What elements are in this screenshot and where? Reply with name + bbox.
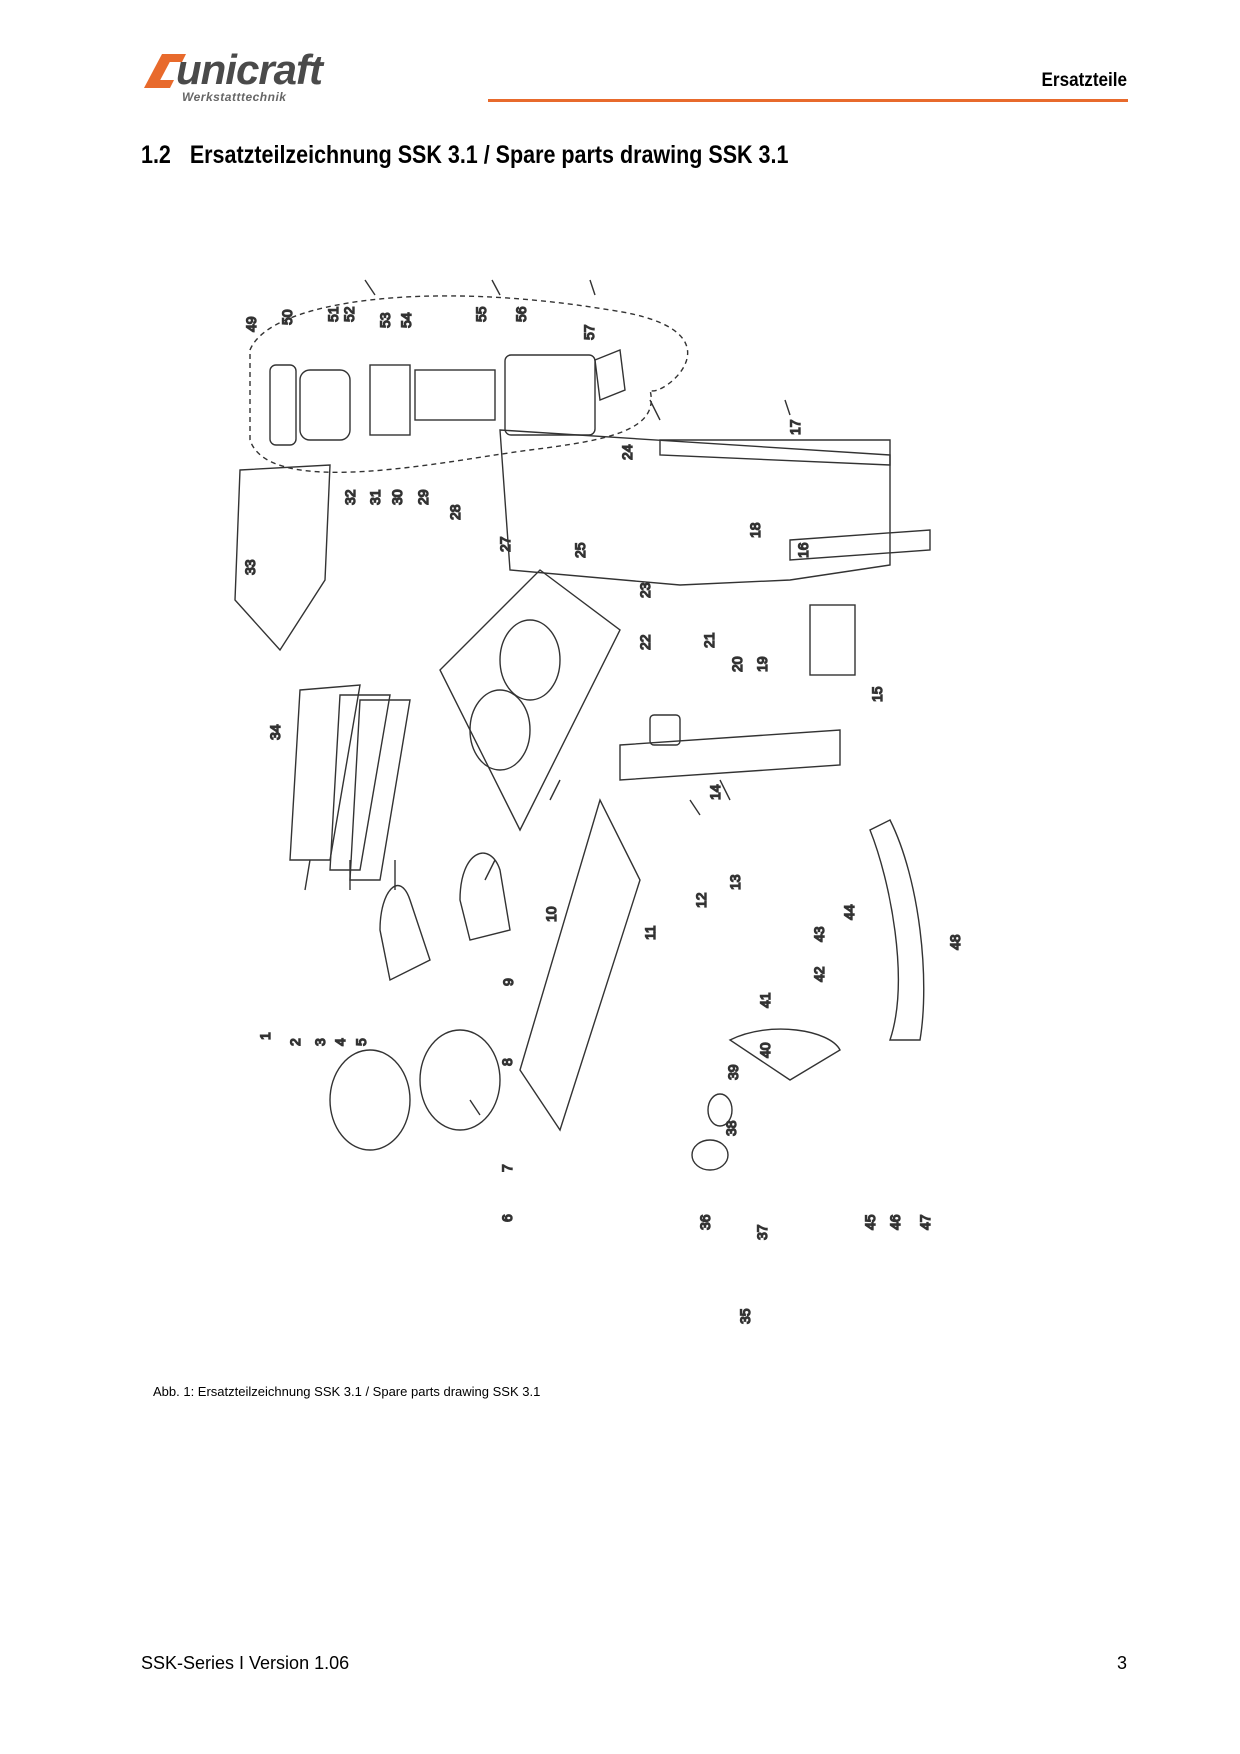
part-label: 7 (499, 1164, 515, 1172)
part-55 (504, 354, 596, 436)
window-frame (289, 684, 361, 861)
part-label: 39 (725, 1064, 741, 1080)
part-label: 47 (917, 1214, 933, 1230)
part-label: 25 (572, 542, 588, 558)
part-label: 43 (811, 926, 827, 942)
filter-unit-outline (249, 295, 689, 474)
glove-left (379, 884, 431, 982)
part-label: 44 (841, 904, 857, 920)
window-glass-3 (349, 699, 411, 881)
part-label: 2 (287, 1038, 303, 1046)
part-label: 16 (795, 542, 811, 558)
nozzle-35 (691, 1139, 729, 1171)
part-label: 33 (242, 559, 258, 575)
unicraft-logo-icon (144, 54, 186, 88)
brand-name: unicraft (176, 46, 323, 93)
glove-right (459, 852, 511, 941)
section-label: Ersatzteile (1041, 70, 1127, 91)
part-label: 5 (353, 1038, 369, 1046)
part-label: 24 (619, 444, 635, 460)
part-label: 23 (637, 582, 653, 598)
cabinet-body (499, 429, 891, 586)
section-title-text: Ersatzteilzeichnung SSK 3.1 / Spare part… (189, 141, 789, 169)
part-label: 19 (754, 656, 770, 672)
part-label: 17 (787, 419, 803, 435)
part-label: 54 (398, 312, 414, 328)
part-50 (299, 369, 351, 441)
part-label: 38 (723, 1120, 739, 1136)
part-label: 34 (267, 724, 283, 740)
window-glass-2 (329, 694, 391, 871)
spare-parts-drawing: 26 49 50 51 52 53 54 55 56 57 24 17 33 3… (234, 240, 964, 1325)
part-label: 6 (499, 1214, 515, 1222)
page-number: 3 (1116, 1653, 1127, 1673)
part-label: 21 (701, 632, 717, 648)
part-label: 9 (500, 978, 516, 986)
part-label: 8 (499, 1058, 515, 1066)
footer-version: SSK-Series I Version 1.06 (141, 1653, 350, 1673)
part-label: 36 (697, 1214, 713, 1230)
part-54 (414, 369, 496, 421)
part-label: 40 (757, 1042, 773, 1058)
part-label: 32 (342, 489, 358, 505)
part-label: 14 (707, 784, 723, 800)
part-label: 35 (737, 1308, 753, 1324)
blast-hose (869, 819, 925, 1041)
part-label: 1 (257, 1032, 273, 1040)
part-label: 41 (757, 992, 773, 1008)
regulator (649, 714, 681, 746)
part-number-labels: 26 49 50 51 52 53 54 55 56 57 24 17 33 3… (241, 240, 963, 1325)
figure-caption: Abb. 1: Ersatzteilzeichnung SSK 3.1 / Sp… (153, 1384, 541, 1399)
light-box (234, 464, 331, 652)
part-label: 55 (473, 306, 489, 322)
nozzle-36 (707, 1093, 733, 1127)
section-number: 1.2 (141, 141, 171, 169)
part-label: 13 (727, 874, 743, 890)
part-label: 15 (869, 686, 885, 702)
part-label: 30 (389, 489, 405, 505)
leader-lines (304, 279, 791, 1116)
part-label: 11 (642, 925, 658, 940)
page-title: 1.2 Ersatzteilzeichnung SSK 3.1 / Spare p… (141, 141, 788, 170)
cabinet-top-rail (659, 439, 891, 466)
part-label: 4 (332, 1038, 348, 1046)
glove-port-upper (499, 619, 561, 701)
part-label: 10 (543, 906, 559, 922)
part-label: 42 (811, 966, 827, 982)
part-label: 57 (581, 324, 597, 340)
floor-grate (519, 798, 641, 1132)
part-label: 51 (325, 306, 341, 322)
control-box (809, 604, 856, 676)
part-57 (594, 349, 626, 401)
part-52 (369, 364, 411, 436)
part-label: 53 (377, 312, 393, 328)
cabinet-leg-front (619, 729, 841, 781)
part-label: 46 (887, 1214, 903, 1230)
part-label: 3 (312, 1038, 328, 1046)
glove-port-lower (469, 689, 531, 771)
part-label: 56 (513, 306, 529, 322)
part-label: 22 (637, 634, 653, 650)
brand-subtitle: Werkstatttechnik (182, 90, 287, 104)
part-label: 50 (279, 309, 295, 325)
part-label: 12 (693, 892, 709, 908)
cabinet-leg-rear (789, 529, 931, 561)
part-label: 52 (341, 306, 357, 322)
part-label: 48 (947, 934, 963, 950)
flange-right (419, 1029, 501, 1131)
part-49 (269, 364, 297, 446)
part-label: 37 (754, 1224, 770, 1240)
part-label: 18 (747, 522, 763, 538)
part-label: 49 (243, 316, 259, 332)
part-label: 45 (862, 1214, 878, 1230)
part-label: 31 (367, 489, 383, 505)
part-label: 29 (415, 489, 431, 505)
blast-gun (728, 1028, 841, 1081)
header-divider (488, 99, 1128, 102)
flange-left (329, 1049, 411, 1151)
part-label: 20 (729, 656, 745, 672)
part-label: 28 (447, 504, 463, 520)
cabinet-front-panel (439, 569, 621, 832)
part-label: 27 (497, 536, 513, 552)
